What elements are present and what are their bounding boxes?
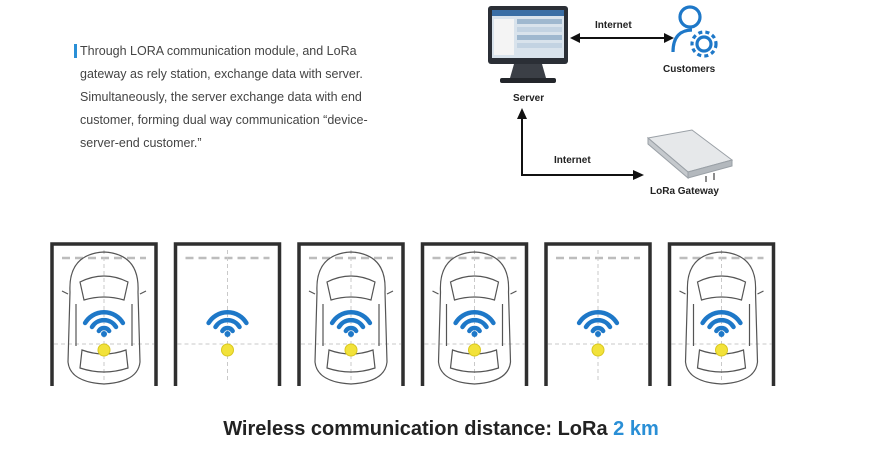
- sensor-dot: [715, 343, 728, 357]
- wifi-signal-icon: [329, 309, 373, 337]
- parking-bay: [420, 242, 529, 386]
- caption-prefix: Wireless communication distance: LoRa: [223, 418, 614, 440]
- internet-label-top: Internet: [595, 20, 632, 31]
- wifi-signal-icon: [700, 309, 743, 337]
- parking-bays: [48, 238, 788, 388]
- description-line: server-end customer.”: [80, 136, 202, 150]
- sensor-dot: [468, 343, 481, 357]
- description-line: Through LORA communication module, and L…: [80, 44, 357, 58]
- distance-caption: Wireless communication distance: LoRa 2 …: [0, 418, 882, 441]
- car-icon: [61, 251, 147, 385]
- server-icon: [488, 6, 568, 83]
- parking-bays-graphic: [50, 242, 776, 386]
- internet-link-bottom: [517, 108, 644, 180]
- lora-gateway-icon: [646, 129, 734, 182]
- wifi-signal-icon: [206, 309, 249, 337]
- internet-link-top: [570, 33, 674, 43]
- wifi-signal-icon: [576, 309, 620, 337]
- description-line: gateway as rely station, exchange data w…: [80, 67, 363, 81]
- car-icon: [432, 251, 517, 385]
- wifi-signal-icon: [453, 309, 496, 337]
- parking-bay: [544, 242, 652, 386]
- sensor-dot: [344, 343, 358, 357]
- wifi-signal-icon: [82, 309, 126, 337]
- sensor-dot: [221, 343, 234, 357]
- server-label: Server: [513, 93, 545, 104]
- parking-bay: [667, 242, 776, 386]
- customers-label: Customers: [663, 64, 716, 75]
- parking-bay: [297, 242, 405, 386]
- sensor-dot: [591, 343, 605, 357]
- customers-icon: [671, 5, 718, 58]
- description-line: Simultaneously, the server exchange data…: [80, 90, 362, 104]
- parking-bay: [173, 242, 282, 386]
- network-diagram-graphic: [488, 5, 734, 182]
- parking-bay: [50, 242, 158, 386]
- sensor-dot: [97, 343, 111, 357]
- description-line: customer, forming dual way communication…: [80, 113, 368, 127]
- internet-label-bottom: Internet: [554, 155, 591, 166]
- description-text: Through LORA communication module, and L…: [74, 40, 440, 155]
- caption-highlight: 2 km: [613, 418, 659, 440]
- gateway-label: LoRa Gateway: [650, 186, 719, 197]
- car-icon: [308, 251, 394, 385]
- network-diagram: Server Customers Internet Internet LoRa …: [470, 0, 770, 210]
- accent-bar: [74, 44, 77, 58]
- car-icon: [679, 251, 764, 385]
